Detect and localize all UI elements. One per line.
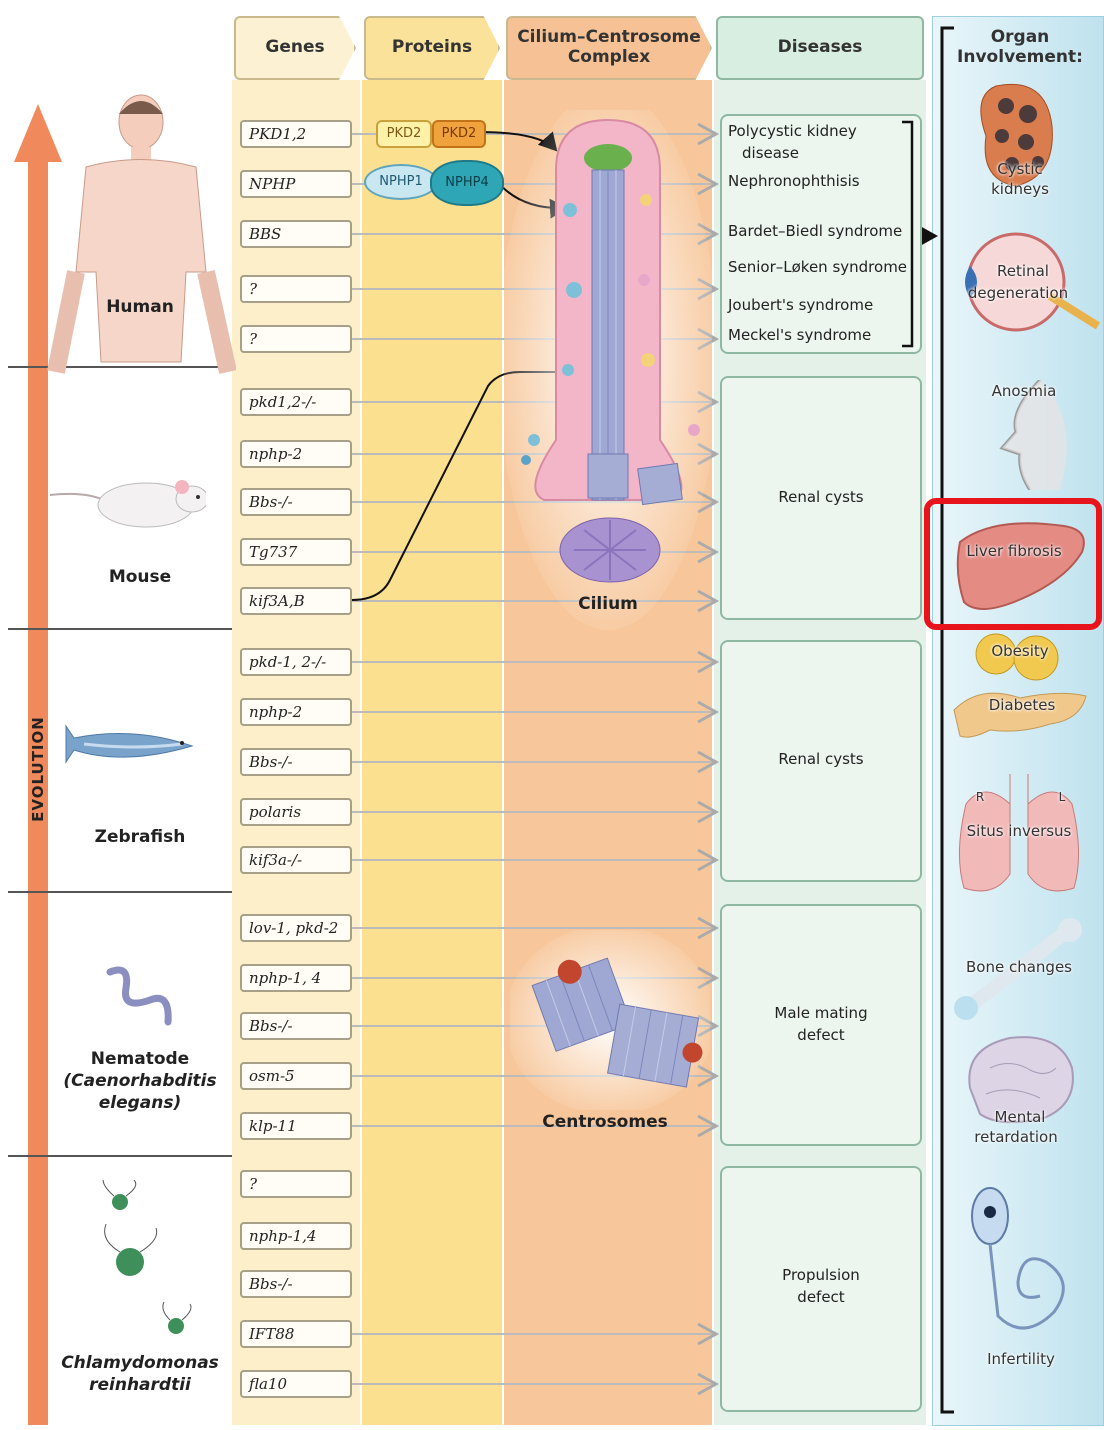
organ-lung-l: L <box>1052 790 1072 804</box>
organ-anosmia: Anosmia <box>976 382 1072 400</box>
gene-box-chlamy-3: Bbs-/- <box>240 1270 352 1298</box>
cystic-kidneys-icon <box>966 76 1066 196</box>
gene-box-chlamy-5: fla10 <box>240 1370 352 1398</box>
centrosomes-label: Centrosomes <box>530 1112 680 1132</box>
protein-pkd2-a: PKD2 <box>376 120 432 148</box>
gene-box-human-1: PKD1,2 <box>240 120 352 148</box>
sperm-icon <box>964 1186 1084 1346</box>
protein-nphp1: NPHP1 <box>364 164 438 200</box>
organ-obesity: Obesity <box>980 642 1060 660</box>
disease-chlamy-line2: defect <box>720 1288 922 1306</box>
gene-box-nematode-4: osm-5 <box>240 1062 352 1090</box>
gene-box-zebrafish-3: Bbs-/- <box>240 748 352 776</box>
disease-mouse-renal-cysts: Renal cysts <box>720 488 922 506</box>
gene-box-nematode-2: nphp-1, 4 <box>240 964 352 992</box>
organ-lung-r: R <box>970 790 990 804</box>
disease-nematode-line2: defect <box>720 1026 922 1044</box>
protein-nphp4: NPHP4 <box>430 160 504 206</box>
gene-box-mouse-5: kif3A,B <box>240 587 352 615</box>
gene-box-mouse-3: Bbs-/- <box>240 488 352 516</box>
gene-box-chlamy-4: IFT88 <box>240 1320 352 1348</box>
disease-zebrafish-renal-cysts: Renal cysts <box>720 750 922 768</box>
centrosomes-illustration <box>510 930 710 1110</box>
organ-diabetes: Diabetes <box>976 696 1068 714</box>
protein-pkd2-b: PKD2 <box>432 120 486 148</box>
gene-box-human-5: ? <box>240 325 352 353</box>
gene-box-chlamy-2: nphp-1,4 <box>240 1222 352 1250</box>
gene-box-mouse-2: nphp-2 <box>240 440 352 468</box>
organ-cystic-line1: Cystic <box>980 160 1060 178</box>
gene-box-nematode-5: klp-11 <box>240 1112 352 1140</box>
gene-box-mouse-4: Tg737 <box>240 538 352 566</box>
pancreas-icon <box>950 680 1090 750</box>
organ-infertility: Infertility <box>976 1350 1066 1368</box>
gene-box-zebrafish-5: kif3a-/- <box>240 846 352 874</box>
cilium-label: Cilium <box>560 594 656 614</box>
gene-box-zebrafish-4: polaris <box>240 798 352 826</box>
disease-meckel: Meckel's syndrome <box>728 326 871 344</box>
gene-box-chlamy-1: ? <box>240 1170 352 1198</box>
disease-pkd-line1: Polycystic kidney <box>728 122 857 140</box>
disease-senior-loken: Senior–Løken syndrome <box>728 258 907 276</box>
gene-box-human-4: ? <box>240 275 352 303</box>
organ-bone-changes: Bone changes <box>958 958 1080 976</box>
gene-box-mouse-1: pkd1,2-/- <box>240 388 352 416</box>
disease-bardet-biedl: Bardet–Biedl syndrome <box>728 222 902 240</box>
organ-mental-line2: retardation <box>966 1128 1066 1146</box>
disease-joubert: Joubert's syndrome <box>728 296 873 314</box>
gene-box-zebrafish-2: nphp-2 <box>240 698 352 726</box>
gene-box-zebrafish-1: pkd-1, 2-/- <box>240 648 352 676</box>
liver-fibrosis-highlight-box <box>924 498 1102 630</box>
organ-retinal-line1: Retinal <box>970 262 1076 280</box>
cilium-illustration <box>504 110 712 630</box>
retina-eye-icon <box>950 226 1100 336</box>
organ-retinal-line2: degeneration <box>960 284 1076 302</box>
disease-nephronophthisis: Nephronophthisis <box>728 172 860 190</box>
organ-mental-line1: Mental <box>980 1108 1060 1126</box>
gene-box-nematode-1: lov-1, pkd-2 <box>240 914 352 942</box>
disease-pkd-line2: disease <box>742 144 799 162</box>
organ-cystic-line2: kidneys <box>980 180 1060 198</box>
disease-panel-nematode <box>720 904 922 1146</box>
gene-box-nematode-3: Bbs-/- <box>240 1012 352 1040</box>
gene-box-human-2: NPHP <box>240 170 352 198</box>
disease-chlamy-line1: Propulsion <box>720 1266 922 1284</box>
gene-box-human-3: BBS <box>240 220 352 248</box>
organ-situs-inversus: Situs inversus <box>958 822 1080 840</box>
disease-nematode-line1: Male mating <box>720 1004 922 1022</box>
